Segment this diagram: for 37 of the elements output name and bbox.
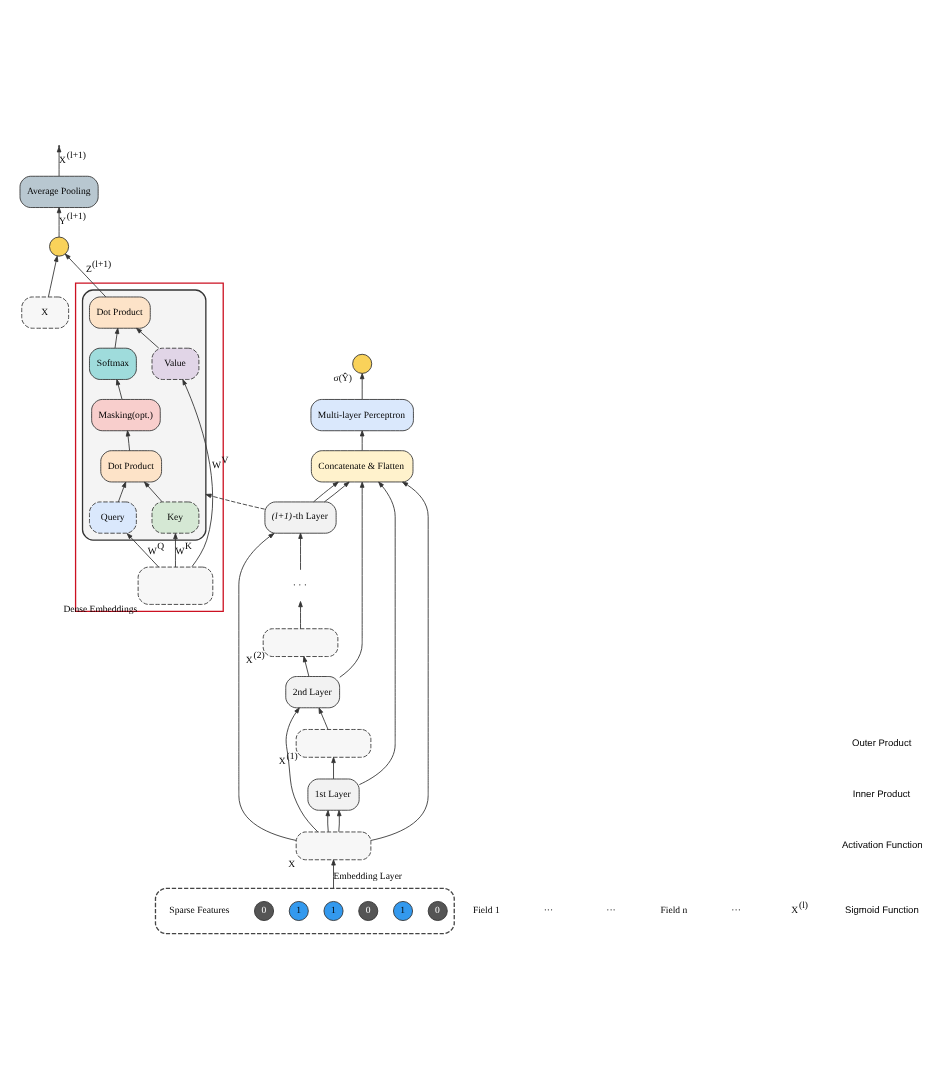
cluster [154, 886, 455, 934]
arrow [359, 372, 365, 399]
arrow [285, 706, 319, 832]
arrow [47, 254, 59, 297]
arrow [337, 809, 342, 832]
node-box [295, 830, 372, 860]
arrow [205, 492, 266, 509]
arrow [331, 755, 336, 779]
node-box [262, 627, 339, 656]
node-box [137, 565, 214, 604]
arrow [144, 480, 163, 502]
arrow [331, 858, 336, 888]
arrow [313, 480, 339, 502]
arrow [324, 480, 350, 502]
arrow [182, 378, 214, 567]
arrow [56, 206, 62, 237]
arrow [136, 326, 160, 348]
node-circle [49, 235, 70, 256]
arrow [114, 326, 120, 348]
arrow [298, 600, 303, 629]
arrow [125, 429, 131, 451]
arrow [298, 531, 303, 570]
arrow [325, 809, 330, 832]
arrow [339, 480, 365, 677]
arrow [318, 706, 329, 729]
node-circle [352, 352, 373, 373]
arrow [302, 655, 310, 676]
arrow [117, 480, 127, 502]
arrow [173, 532, 178, 567]
arrow [115, 378, 123, 399]
arrow [370, 480, 429, 840]
node-box [295, 728, 372, 757]
arrow [126, 532, 160, 567]
arrow [64, 252, 107, 297]
arrow [358, 480, 396, 785]
arrow [238, 532, 297, 840]
arrow [359, 429, 365, 451]
